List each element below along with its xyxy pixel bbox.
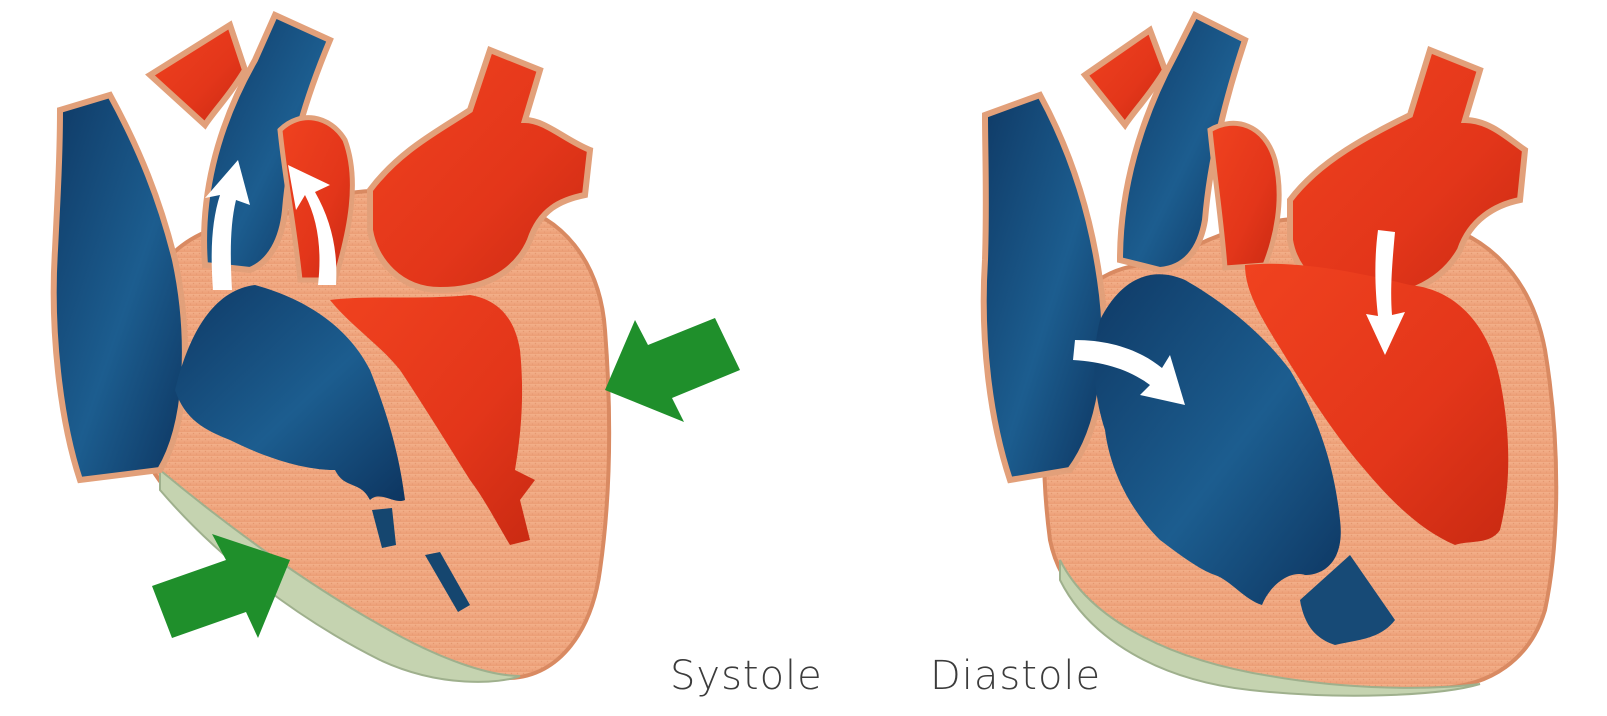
diastole-heart: [984, 15, 1557, 696]
diastole-vena-cava: [984, 95, 1105, 480]
systole-label: Systole: [670, 652, 823, 700]
diastole-label: Diastole: [930, 652, 1101, 700]
systole-vena-cava: [54, 95, 185, 480]
systole-heart: [54, 15, 740, 682]
systole-contraction-arrow-side-icon: [605, 318, 740, 422]
